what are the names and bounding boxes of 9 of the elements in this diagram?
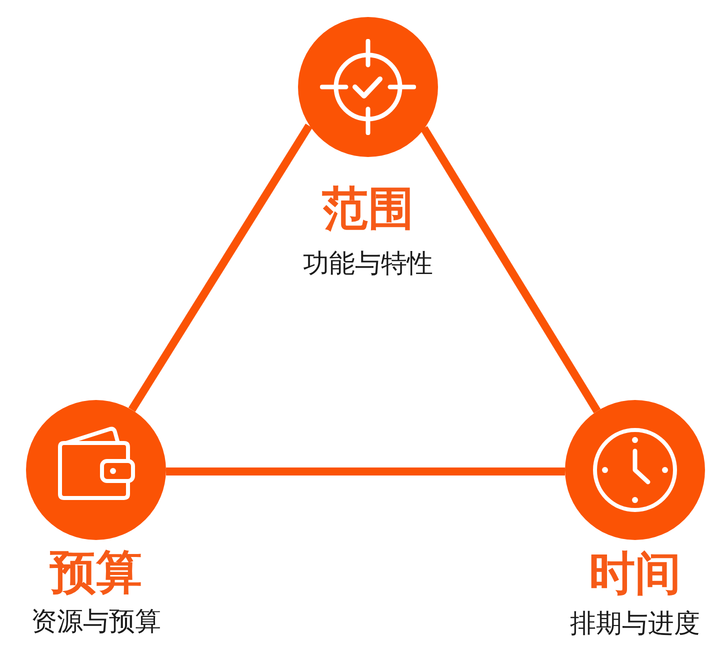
connector-line [420,126,601,414]
node-heading: 预算 [48,545,143,599]
node-heading: 时间 [588,546,682,600]
node-description: 资源与预算 [30,606,162,638]
node-heading: 范围 [321,181,415,235]
node-description: 功能与特性 [302,248,434,280]
connector-line [128,124,312,412]
node-description: 排期与进度 [569,608,701,640]
connector-line [166,468,565,476]
